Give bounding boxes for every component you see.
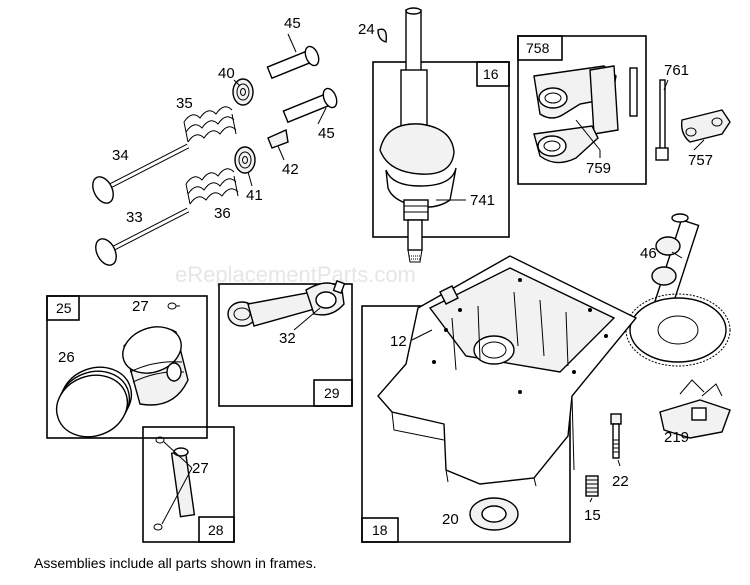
label-741: 741 <box>470 192 495 209</box>
label-29: 29 <box>324 385 340 401</box>
label-42: 42 <box>282 161 299 178</box>
label-757: 757 <box>688 152 713 169</box>
valve-34 <box>92 143 190 204</box>
piston-pin-28 <box>170 447 196 518</box>
label-27-top: 27 <box>132 298 149 315</box>
frame-28-tab <box>198 516 235 543</box>
drain-plug-15 <box>585 475 599 497</box>
frame-25-tab <box>46 295 80 321</box>
valve-33 <box>95 207 190 266</box>
label-16: 16 <box>483 66 499 82</box>
piston-ring-set-26 <box>55 366 133 438</box>
label-46: 46 <box>640 245 657 262</box>
valve-keeper-42 <box>267 128 289 149</box>
frame-758-tab <box>517 35 563 61</box>
frame-758 <box>517 35 647 185</box>
watermark: eReplacementParts.com <box>175 262 416 287</box>
frame-29-tab <box>313 379 353 407</box>
pin-759 <box>629 67 638 117</box>
crank-key-24 <box>377 28 388 43</box>
label-33: 33 <box>126 209 143 226</box>
label-41: 41 <box>246 187 263 204</box>
label-24: 24 <box>358 21 375 38</box>
label-26: 26 <box>58 349 75 366</box>
link-757 <box>680 109 731 143</box>
label-12: 12 <box>390 333 407 350</box>
label-18: 18 <box>372 522 388 538</box>
clip-27-upper <box>155 436 165 444</box>
oil-seal-20 <box>469 497 519 531</box>
pin-761 <box>655 79 669 161</box>
label-40: 40 <box>218 65 235 82</box>
connecting-rod-29 <box>227 280 346 327</box>
frame-29 <box>218 283 353 407</box>
label-759: 759 <box>586 160 611 177</box>
valve-retainer-41 <box>234 146 256 174</box>
bolt-22 <box>610 413 622 459</box>
footnote: Assemblies include all parts shown in fr… <box>34 555 317 571</box>
label-25: 25 <box>56 300 72 316</box>
camshaft-46 <box>625 213 731 367</box>
label-20: 20 <box>442 511 459 528</box>
valve-tappet-45-lower <box>282 87 338 124</box>
label-22: 22 <box>612 473 629 490</box>
frame-16 <box>372 61 510 238</box>
label-45-lower: 45 <box>318 125 335 142</box>
label-34: 34 <box>112 147 129 164</box>
frame-25 <box>46 295 208 439</box>
label-45-top: 45 <box>284 15 301 32</box>
label-758: 758 <box>526 40 550 56</box>
governor-assembly-758 <box>533 65 619 164</box>
governor-219 <box>659 379 731 439</box>
label-219: 219 <box>664 429 689 446</box>
label-35: 35 <box>176 95 193 112</box>
label-761: 761 <box>664 62 689 79</box>
label-27-lower: 27 <box>192 460 209 477</box>
crankshaft-16 <box>379 7 457 263</box>
label-32: 32 <box>279 330 296 347</box>
clip-27-top <box>167 302 177 310</box>
valve-spring-35 <box>183 106 237 143</box>
frame-28 <box>142 426 235 543</box>
valve-spring-36 <box>185 168 239 205</box>
frame-16-tab <box>476 61 510 87</box>
frame-18-tab <box>361 517 399 543</box>
label-15: 15 <box>584 507 601 524</box>
label-36: 36 <box>214 205 231 222</box>
leader-lines <box>161 33 705 525</box>
clip-27-lower <box>153 523 163 531</box>
crankcase-18 <box>377 255 638 487</box>
piston-25 <box>122 326 189 406</box>
label-28: 28 <box>208 522 224 538</box>
valve-retainer-40 <box>232 78 254 106</box>
valve-tappet-45-top <box>266 45 320 80</box>
